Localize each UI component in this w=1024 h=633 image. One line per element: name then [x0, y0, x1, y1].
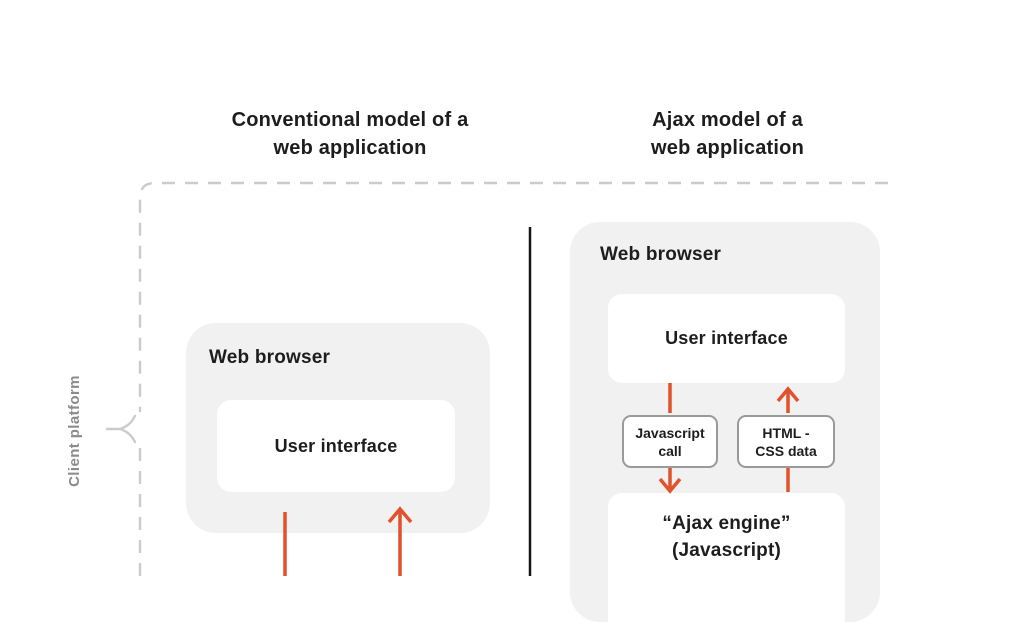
client-platform-label: Client platform: [66, 375, 83, 487]
html-css-data-label: HTML - CSS data: [755, 424, 817, 459]
ajax-web-browser-label: Web browser: [600, 244, 722, 265]
conventional-user-interface-label: User interface: [274, 435, 398, 456]
ajax-user-interface-box: User interface: [608, 294, 845, 383]
client-platform-brace-upper: [118, 414, 137, 431]
javascript-call-box: Javascript call: [622, 415, 718, 468]
diagram-canvas: Conventional model of a web application …: [66, 109, 888, 622]
ajax-model-title: Ajax model of a web application: [650, 109, 805, 159]
html-css-data-box: HTML - CSS data: [737, 415, 835, 468]
javascript-call-label: Javascript call: [635, 424, 705, 459]
ajax-engine-box: “Ajax engine” (Javascript): [608, 493, 845, 633]
conventional-user-interface-box: User interface: [217, 400, 455, 492]
ajax-user-interface-label: User interface: [665, 328, 788, 348]
conventional-web-browser-box: Web browser User interface: [186, 323, 490, 533]
client-platform-brace-lower: [118, 427, 137, 444]
conventional-model-title: Conventional model of a web application: [231, 109, 469, 159]
ajax-web-browser-box: Web browser User interface Javascript ca…: [570, 222, 880, 633]
conventional-web-browser-label: Web browser: [209, 347, 331, 368]
